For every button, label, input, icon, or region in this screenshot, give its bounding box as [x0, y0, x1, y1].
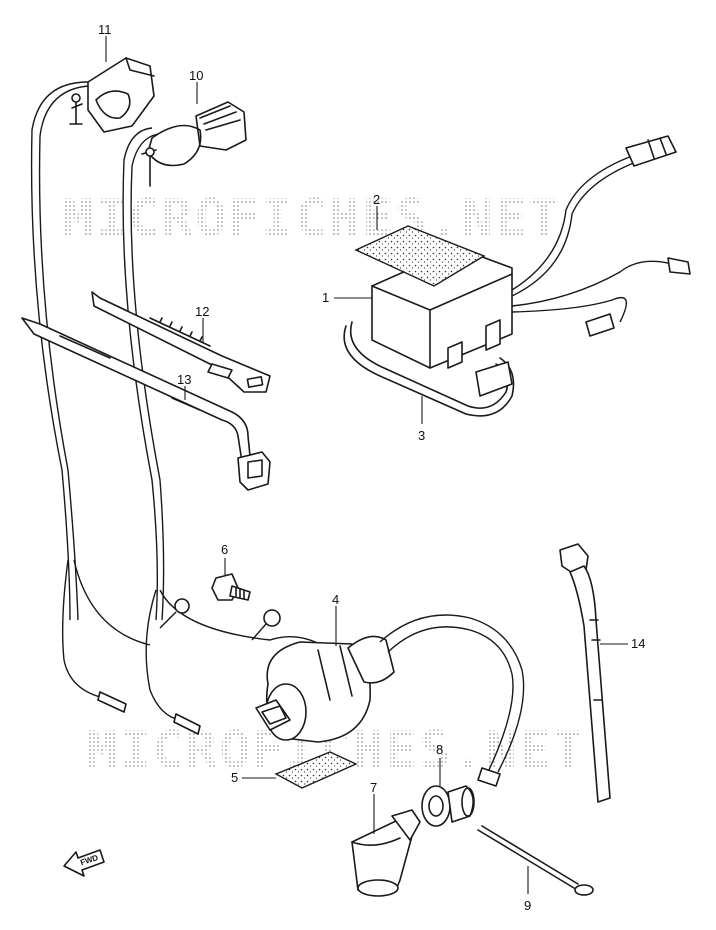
part-11-switch	[30, 57, 155, 713]
part-5-pad	[274, 751, 358, 789]
callout-4: 4	[332, 592, 339, 607]
leader-lines	[105, 36, 628, 894]
callout-11: 11	[98, 22, 112, 37]
callout-8: 8	[436, 742, 443, 757]
part-14-vertical-tie	[559, 543, 611, 803]
fwd-arrow: FWD	[63, 849, 105, 877]
part-9-small-tie	[477, 825, 594, 896]
part-10-switch	[122, 101, 331, 735]
watermark-top: MICROFICHES.NET	[62, 189, 562, 249]
callout-13: 13	[177, 372, 191, 387]
callout-9: 9	[524, 898, 531, 913]
callout-12: 12	[195, 304, 209, 319]
part-3-band	[343, 321, 515, 417]
callout-5: 5	[231, 770, 238, 785]
callout-3: 3	[418, 428, 425, 443]
callout-7: 7	[370, 780, 377, 795]
part-4-ignition-coil	[255, 614, 525, 787]
part-2-pad	[354, 225, 486, 287]
callout-6: 6	[221, 542, 228, 557]
part-12-cable-tie	[91, 291, 271, 393]
part-8-grommet	[421, 785, 475, 827]
callout-14: 14	[631, 636, 645, 651]
callout-1: 1	[322, 290, 329, 305]
part-1-cdi-unit	[371, 135, 691, 369]
callout-2: 2	[373, 192, 380, 207]
part-7-plug-cap	[351, 809, 421, 897]
callout-10: 10	[189, 68, 203, 83]
part-6-bolt	[211, 573, 251, 601]
part-13-cable-tie	[21, 317, 271, 491]
